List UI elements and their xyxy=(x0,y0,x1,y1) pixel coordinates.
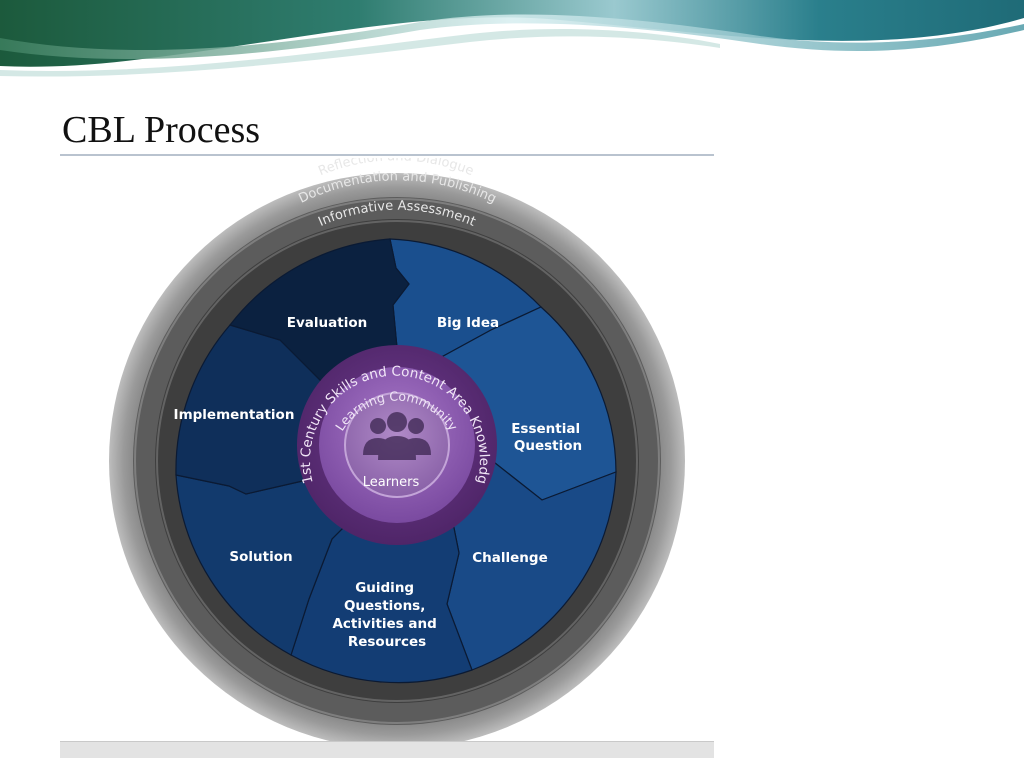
phase-label-big-idea: Big Idea xyxy=(437,315,499,331)
slide-title: CBL Process xyxy=(62,109,261,151)
center-label-learners: Learners xyxy=(363,475,420,490)
people-group-icon xyxy=(363,412,431,460)
phase-label-solution: Solution xyxy=(229,549,292,565)
title-underline xyxy=(60,154,714,156)
cbl-process-diagram: Reflection and Dialogue Documentation an… xyxy=(60,158,714,756)
cbl-cycle-graphic: Reflection and Dialogue Documentation an… xyxy=(60,158,685,749)
phase-label-essential-question: Essential Question xyxy=(511,421,585,454)
header-wave-banner xyxy=(0,0,1024,77)
phase-label-evaluation: Evaluation xyxy=(287,315,367,331)
diagram-bottom-strip xyxy=(60,741,714,758)
phase-label-challenge: Challenge xyxy=(472,550,547,566)
phase-label-implementation: Implementation xyxy=(174,407,295,423)
phase-label-guiding-questions: Guiding Questions, Activities and Resour… xyxy=(332,580,441,650)
